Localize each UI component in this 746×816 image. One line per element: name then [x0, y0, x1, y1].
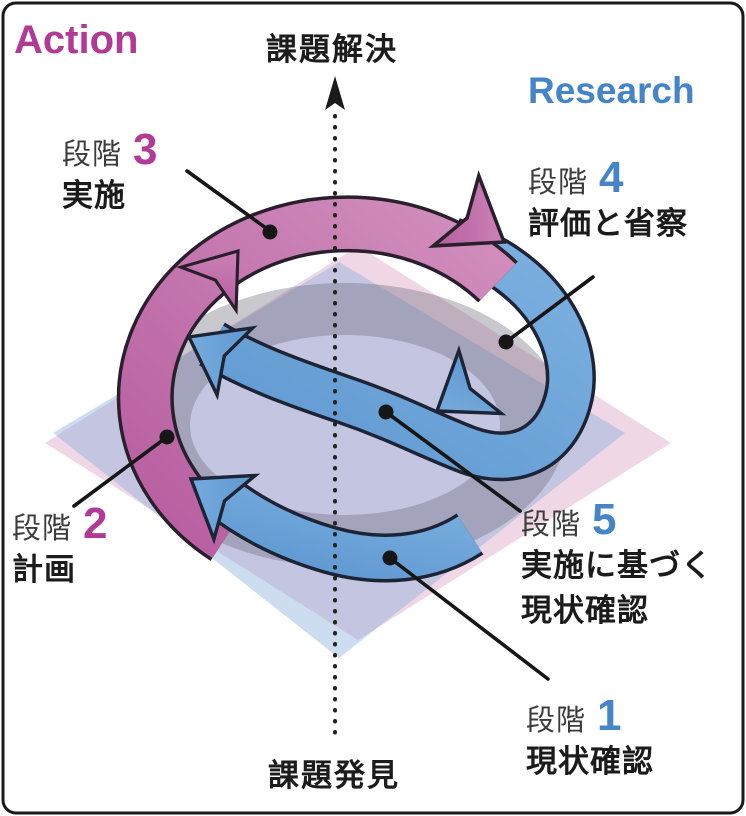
- stage1-leader: [388, 556, 550, 681]
- stage5-leader: [384, 410, 522, 513]
- stage1-prefix: 段階: [526, 705, 587, 737]
- stage1-number: 1: [597, 691, 622, 740]
- stage2-number: 2: [83, 499, 108, 548]
- stage5-dot: [378, 404, 394, 420]
- stage5-title-line2: 現状確認: [521, 592, 649, 628]
- stage4-leader: [504, 275, 595, 344]
- stage2-title: 計画: [12, 552, 76, 587]
- action-spiral-ribbon: [116, 174, 529, 561]
- research-plane-diamond: [53, 262, 625, 658]
- stage4-label: 段階 4 評価と省察: [528, 156, 688, 246]
- stage4-number: 4: [599, 153, 624, 202]
- stage2-dot: [159, 429, 175, 445]
- action-title: Action: [14, 18, 139, 62]
- research-spiral-ribbon-lower: [168, 301, 504, 583]
- stage3-prefix: 段階: [62, 139, 123, 171]
- stage3-leader: [185, 169, 272, 233]
- stage2-prefix: 段階: [12, 513, 73, 545]
- stage3-dot: [262, 224, 278, 240]
- stage3-label: 段階 3 実施: [62, 128, 158, 218]
- problem-axis: [325, 76, 345, 742]
- stage1-dot: [382, 550, 398, 566]
- stage5-number: 5: [592, 495, 617, 544]
- stage4-title: 評価と省察: [528, 206, 688, 241]
- stage3-number: 3: [133, 125, 158, 174]
- leader-dots: [159, 224, 514, 566]
- stage2-leader: [72, 435, 169, 508]
- stage5-label: 段階 5 実施に基づく 現状確認: [521, 498, 713, 633]
- leader-lines: [72, 169, 595, 681]
- research-spiral-ribbon-upper: [199, 218, 596, 482]
- stage4-dot: [498, 334, 514, 350]
- stage5-prefix: 段階: [521, 509, 582, 541]
- research-title: Research: [528, 70, 695, 111]
- stage5-title-line1: 実施に基づく: [521, 548, 713, 583]
- stage1-label: 段階 1 現状確認: [526, 694, 654, 784]
- stage2-label: 段階 2 計画: [12, 502, 108, 592]
- stage1-title: 現状確認: [526, 744, 654, 779]
- stage3-title: 実施: [62, 178, 126, 213]
- axis-up-arrow-icon: [325, 76, 345, 110]
- stage4-prefix: 段階: [528, 167, 589, 199]
- axis-top-label: 課題解決: [266, 32, 398, 67]
- axis-bottom-label: 課題発見: [268, 758, 400, 793]
